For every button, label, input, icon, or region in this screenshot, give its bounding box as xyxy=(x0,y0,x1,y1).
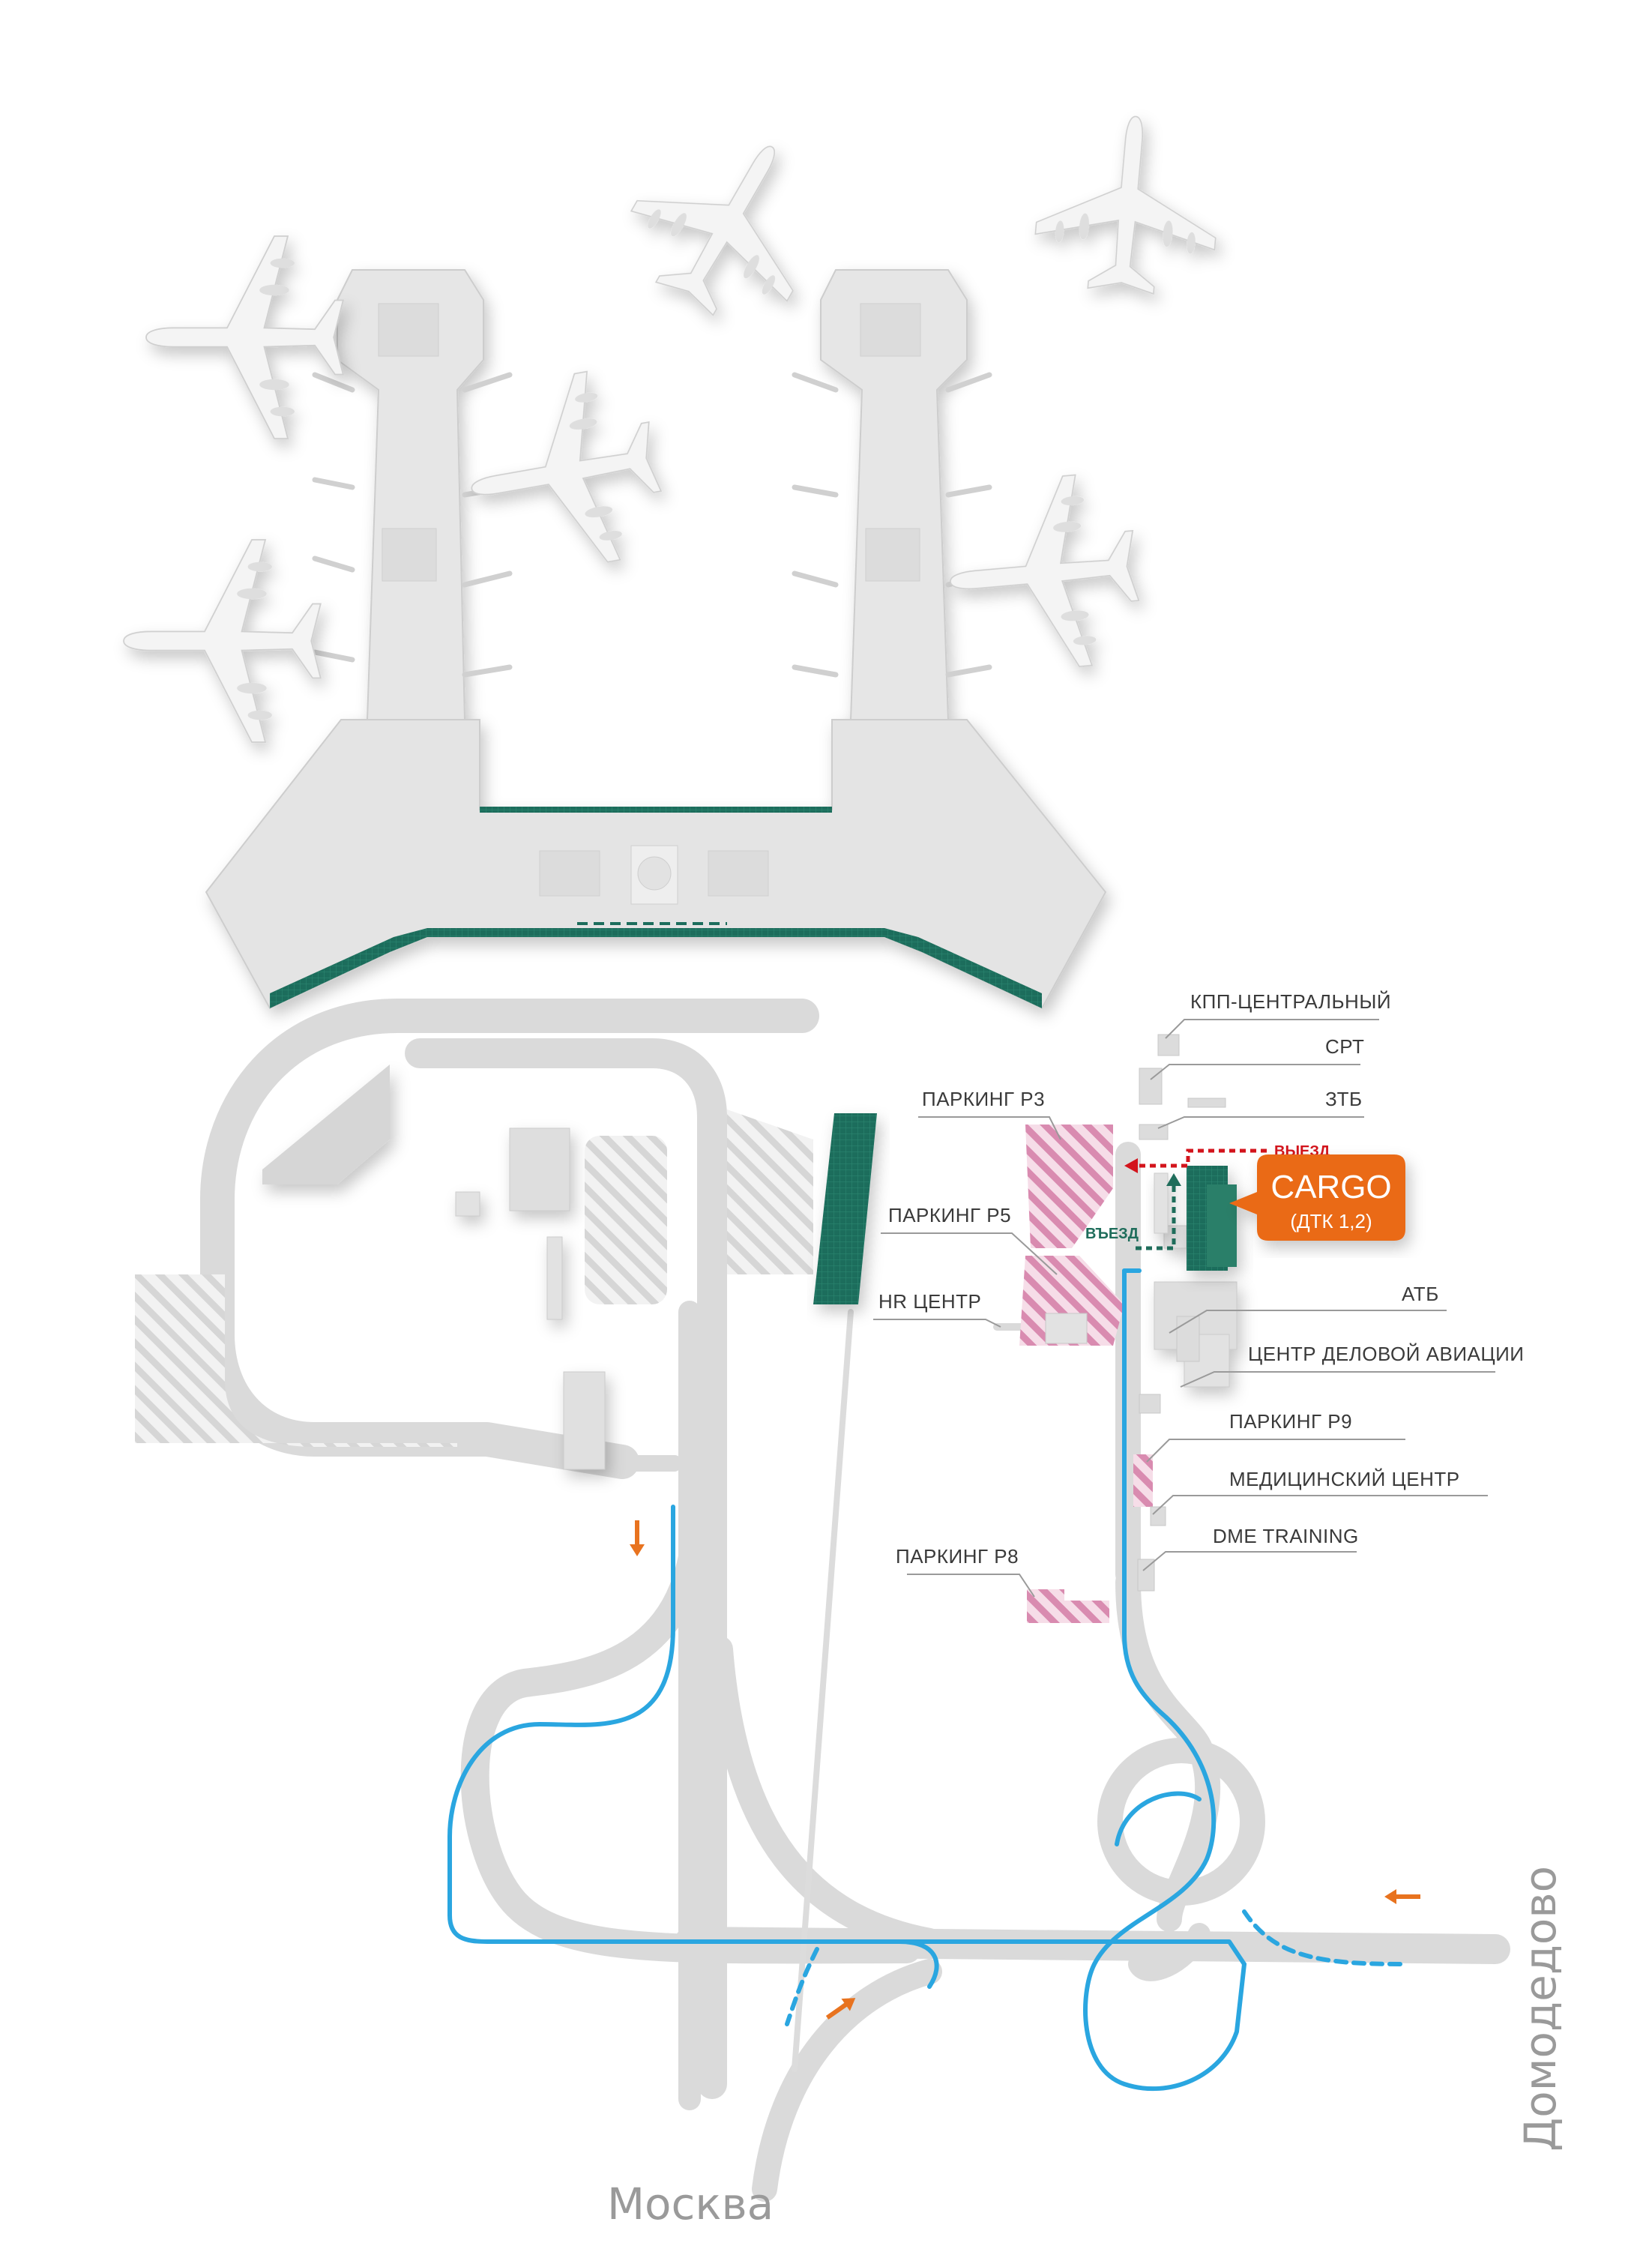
label-dme-training: DME TRAINING xyxy=(1213,1525,1359,1547)
exit-route xyxy=(1124,1148,1267,1173)
cargo-subtitle: (ДТК 1,2) xyxy=(1290,1210,1372,1232)
airplane-icon xyxy=(123,539,322,743)
service-buildings xyxy=(262,1065,1238,1470)
label-parking-p8: ПАРКИНГ Р8 xyxy=(896,1545,1019,1568)
label-ztb: ЗТБ xyxy=(1325,1088,1363,1110)
label-entry: ВЪЕЗД xyxy=(1085,1226,1139,1242)
arrow-icon xyxy=(825,1998,856,2020)
label-domodedovo: Домодедово xyxy=(1515,1866,1566,2152)
direction-arrows xyxy=(630,1520,1420,2020)
label-parking-p3: ПАРКИНГ Р3 xyxy=(922,1088,1045,1110)
label-business-aviation: ЦЕНТР ДЕЛОВОЙ АВИАЦИИ xyxy=(1248,1343,1524,1365)
parking-p8-area xyxy=(1027,1589,1109,1623)
airplane-icon xyxy=(941,469,1145,678)
label-srt: СРТ xyxy=(1325,1035,1364,1058)
airplane-icon xyxy=(1030,108,1226,300)
cargo-complex xyxy=(1154,1166,1237,1271)
label-kpp: КПП-ЦЕНТРАЛЬНЫЙ xyxy=(1190,990,1391,1013)
jet-bridges xyxy=(312,372,992,678)
long-green-building xyxy=(813,1113,877,1304)
leader-lines xyxy=(873,1019,1495,1598)
cargo-callout: CARGO (ДТК 1,2) xyxy=(1229,1154,1405,1241)
label-atb: АТБ xyxy=(1402,1283,1439,1305)
map-labels: КПП-ЦЕНТРАЛЬНЫЙ СРТ ЗТБ ВЫЕЗД ВЪЕЗД ПАРК… xyxy=(878,990,1524,1568)
entry-route xyxy=(1136,1173,1181,1250)
route-to-cargo xyxy=(447,1268,1404,2092)
grey-zones xyxy=(135,1110,813,1447)
airplane-icon xyxy=(145,235,344,439)
label-moscow: Москва xyxy=(607,2179,774,2230)
arrow-icon xyxy=(1384,1889,1420,1904)
terminal-building xyxy=(205,269,1107,1010)
parking-p9-area xyxy=(1133,1454,1153,1507)
label-medical-center: МЕДИЦИНСКИЙ ЦЕНТР xyxy=(1229,1468,1460,1490)
airplanes xyxy=(123,101,1226,743)
airplane-icon xyxy=(606,101,851,345)
parking-p3-area xyxy=(1025,1124,1113,1248)
cargo-title: CARGO xyxy=(1270,1169,1391,1205)
small-buildings xyxy=(1045,1034,1226,1592)
airplane-icon xyxy=(454,361,672,584)
arrow-icon xyxy=(630,1520,645,1556)
label-parking-p5: ПАРКИНГ Р5 xyxy=(888,1204,1011,1226)
label-parking-p9: ПАРКИНГ Р9 xyxy=(1229,1410,1352,1433)
label-hr-center: HR ЦЕНТР xyxy=(878,1290,981,1313)
